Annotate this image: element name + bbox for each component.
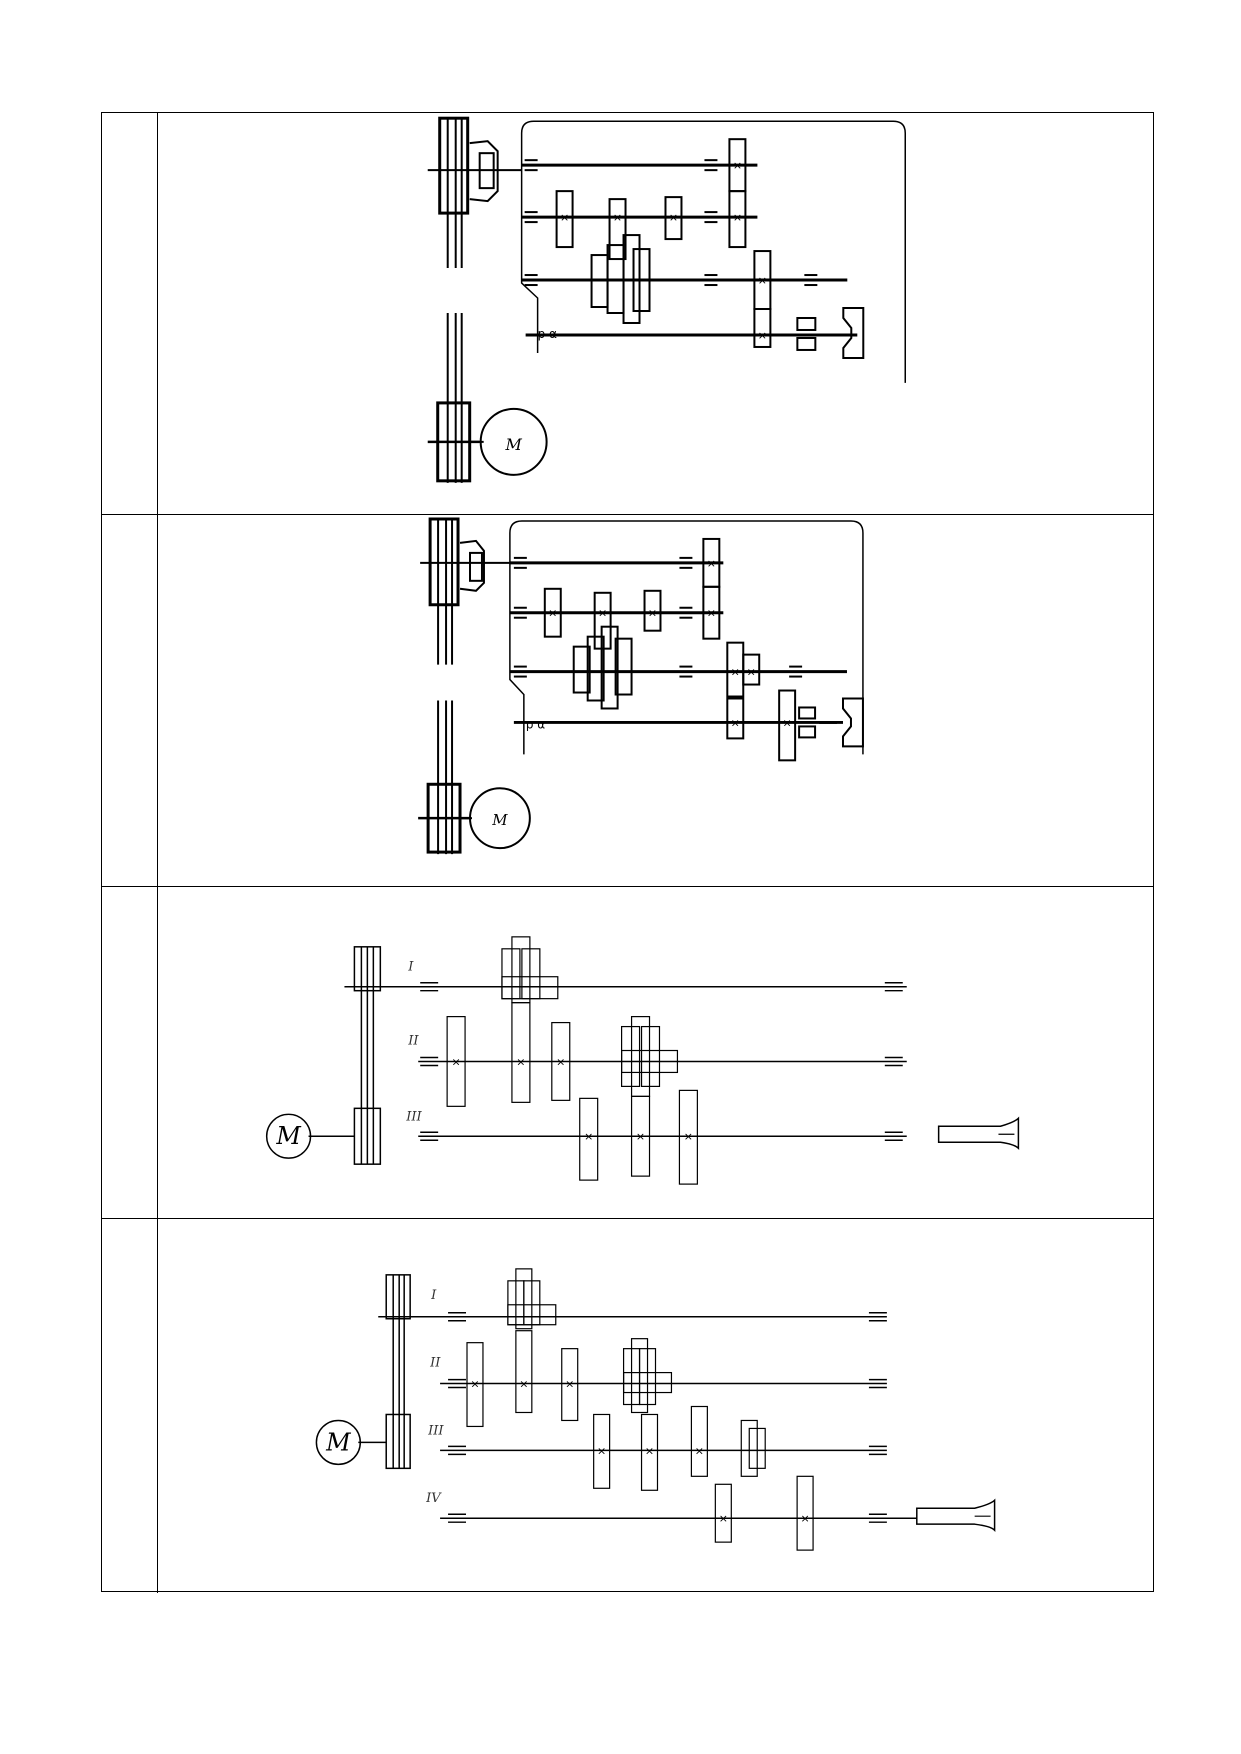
svg-text:×: × [560, 211, 569, 224]
belt-pulley-motor [418, 700, 470, 855]
svg-text:×: × [519, 1378, 528, 1391]
svg-text:×: × [598, 607, 607, 620]
svg-text:×: × [747, 666, 756, 679]
svg-text:×: × [548, 607, 557, 620]
svg-text:×: × [733, 159, 742, 172]
svg-text:×: × [597, 1444, 606, 1457]
belt-pulley-top [438, 116, 470, 269]
scheme-table: M [101, 112, 1154, 1593]
row-number-cell-4 [102, 1219, 158, 1593]
svg-text:×: × [707, 557, 716, 570]
gearbox-diagram-3: M I II III [265, 936, 1020, 1185]
svg-text:×: × [758, 274, 767, 287]
kinematic-scheme-1: M [158, 113, 1153, 514]
svg-text:×: × [613, 211, 622, 224]
svg-text:×: × [758, 329, 767, 342]
gearbox-diagram-2: M [418, 517, 864, 855]
scheme-row-2: M [102, 514, 1153, 886]
svg-text:×: × [584, 1130, 593, 1143]
shaft-label-3: III [427, 1423, 444, 1438]
shaft-label-4: IV [425, 1491, 442, 1506]
svg-text:×: × [669, 211, 678, 224]
output-chuck [796, 307, 865, 359]
shaft-label-2: II [429, 1356, 441, 1371]
svg-text:×: × [695, 1444, 704, 1457]
motor: M [265, 1113, 355, 1159]
row-number-cell-1 [102, 113, 158, 514]
svg-text:×: × [783, 716, 792, 729]
belt-drive [344, 946, 405, 1165]
svg-text:×: × [707, 607, 716, 620]
svg-text:×: × [733, 211, 742, 224]
svg-text:×: × [636, 1130, 645, 1143]
svg-text:×: × [556, 1055, 565, 1068]
gear-set-3 [446, 936, 698, 1185]
friction-clutch [427, 140, 522, 203]
svg-text:×: × [565, 1378, 574, 1391]
svg-text:×: × [648, 607, 657, 620]
svg-text:×: × [731, 666, 740, 679]
motor: M [315, 1419, 387, 1466]
motor-label: M [275, 1122, 301, 1150]
svg-text:×: × [645, 1444, 654, 1457]
gearbox-diagram-1: M [427, 116, 906, 483]
shaft-label-2: II [407, 1034, 419, 1049]
shaft-label-1: I [430, 1288, 437, 1303]
svg-text:×: × [470, 1378, 479, 1391]
scheme-row-3: M I II III [102, 886, 1153, 1218]
svg-text:×: × [684, 1130, 693, 1143]
kinematic-scheme-2: M [158, 515, 1153, 886]
belt-pulley-motor [427, 313, 480, 483]
svg-text:×: × [516, 1055, 525, 1068]
kinematic-scheme-3: M I II III [158, 887, 1153, 1218]
motor-label: M [504, 435, 522, 454]
gear-set-4 [466, 1268, 814, 1551]
shaft-label-1: I [407, 960, 414, 975]
svg-text:×: × [452, 1055, 461, 1068]
belt-pulley-top [428, 517, 460, 665]
output-spindle [937, 1116, 1020, 1151]
row-number-cell-2 [102, 515, 158, 886]
svg-text:×: × [719, 1512, 728, 1525]
bearing-marks: p α [538, 327, 557, 341]
bearing-marks: p α [526, 717, 545, 731]
output-spindle [916, 1498, 996, 1532]
kinematic-scheme-4: M I II III IV [158, 1219, 1153, 1593]
scheme-row-1: M [102, 113, 1153, 514]
motor: M [469, 407, 548, 476]
svg-text:×: × [800, 1512, 809, 1525]
friction-clutch [420, 539, 510, 592]
belt-drive [378, 1274, 439, 1470]
output-chuck [798, 697, 864, 748]
gear-set-2 [543, 537, 797, 762]
motor-label: M [325, 1428, 351, 1456]
svg-text:×: × [731, 716, 740, 729]
gearbox-diagram-4: M I II III IV [315, 1268, 996, 1551]
gear-set-1 [555, 138, 772, 348]
motor-label: M [491, 811, 508, 829]
shaft-label-3: III [405, 1109, 422, 1124]
row-number-cell-3 [102, 887, 158, 1218]
motor: M [460, 787, 531, 850]
scheme-row-4: M I II III IV [102, 1218, 1153, 1593]
